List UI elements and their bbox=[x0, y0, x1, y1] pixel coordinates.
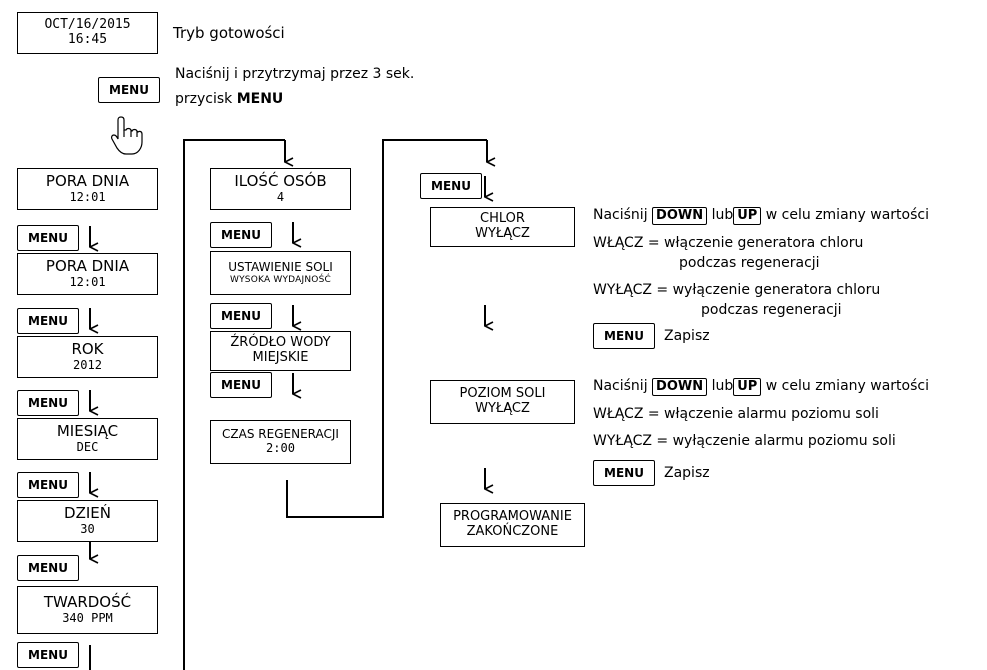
year-box: ROK 2012 bbox=[17, 336, 158, 378]
time-of-day-box: PORA DNIA 12:01 bbox=[17, 168, 158, 210]
salt-on-description: WŁĄCZ = włączenie alarmu poziomu soli bbox=[593, 406, 879, 422]
regeneration-time-box: CZAS REGENERACJI 2:00 bbox=[210, 420, 351, 464]
hold-instruction-line1: Naciśnij i przytrzymaj przez 3 sek. bbox=[175, 66, 415, 82]
flow-line-col2-to-col3 bbox=[286, 139, 487, 518]
menu-button[interactable]: MENU bbox=[17, 642, 79, 668]
standby-label: Tryb gotowości bbox=[173, 24, 285, 42]
datetime-display: OCT/16/2015 16:45 bbox=[17, 12, 158, 54]
persons-count-box: ILOŚĆ OSÓB 4 bbox=[210, 168, 351, 210]
menu-button[interactable]: MENU bbox=[17, 472, 79, 498]
salt-off-description: WYŁĄCZ = wyłączenie alarmu poziomu soli bbox=[593, 433, 896, 449]
time-of-day-box-2: PORA DNIA 12:01 bbox=[17, 253, 158, 295]
programming-complete-box: PROGRAMOWANIE ZAKOŃCZONE bbox=[440, 503, 585, 547]
salt-setting-box: USTAWIENIE SOLI WYSOKA WYDAJNOŚĆ bbox=[210, 251, 351, 295]
save-label: Zapisz bbox=[664, 328, 710, 344]
menu-button[interactable]: MENU bbox=[17, 555, 79, 581]
chlor-on-description: WŁĄCZ = włączenie generatora chloru bbox=[593, 235, 864, 251]
hold-instruction-line2: przycisk MENU bbox=[175, 92, 283, 106]
hold-instruction-bold: MENU bbox=[236, 91, 284, 107]
date-value: OCT/16/2015 bbox=[44, 17, 131, 33]
menu-button[interactable]: MENU bbox=[98, 77, 160, 103]
menu-button[interactable]: MENU bbox=[17, 225, 79, 251]
hardness-box: TWARDOŚĆ 340 PPM bbox=[17, 586, 158, 634]
menu-button[interactable]: MENU bbox=[593, 460, 655, 486]
menu-button[interactable]: MENU bbox=[593, 323, 655, 349]
menu-button[interactable]: MENU bbox=[17, 308, 79, 334]
menu-button[interactable]: MENU bbox=[210, 222, 272, 248]
up-key[interactable]: UP bbox=[733, 378, 762, 396]
hand-pointer-icon bbox=[111, 116, 143, 155]
menu-button[interactable]: MENU bbox=[210, 303, 272, 329]
day-box: DZIEŃ 30 bbox=[17, 500, 158, 542]
down-key[interactable]: DOWN bbox=[652, 207, 708, 225]
salt-level-box: POZIOM SOLI WYŁĄCZ bbox=[430, 380, 575, 424]
menu-button[interactable]: MENU bbox=[420, 173, 482, 199]
save-label: Zapisz bbox=[664, 465, 710, 481]
time-value: 16:45 bbox=[67, 32, 108, 47]
down-key[interactable]: DOWN bbox=[652, 378, 708, 396]
menu-button[interactable]: MENU bbox=[17, 390, 79, 416]
hold-instruction-prefix: przycisk bbox=[175, 91, 237, 107]
chlor-off-description-cont: podczas regeneracji bbox=[701, 302, 842, 318]
chlor-off-description: WYŁĄCZ = wyłączenie generatora chloru bbox=[593, 282, 881, 298]
chlor-box: CHLOR WYŁĄCZ bbox=[430, 207, 575, 247]
chlor-on-description-cont: podczas regeneracji bbox=[679, 255, 820, 271]
menu-button[interactable]: MENU bbox=[210, 372, 272, 398]
water-source-box: ŹRÓDŁO WODY MIEJSKIE bbox=[210, 331, 351, 371]
flow-line-col1-to-col2 bbox=[183, 139, 285, 670]
month-box: MIESIĄC DEC bbox=[17, 418, 158, 460]
up-key[interactable]: UP bbox=[733, 207, 762, 225]
